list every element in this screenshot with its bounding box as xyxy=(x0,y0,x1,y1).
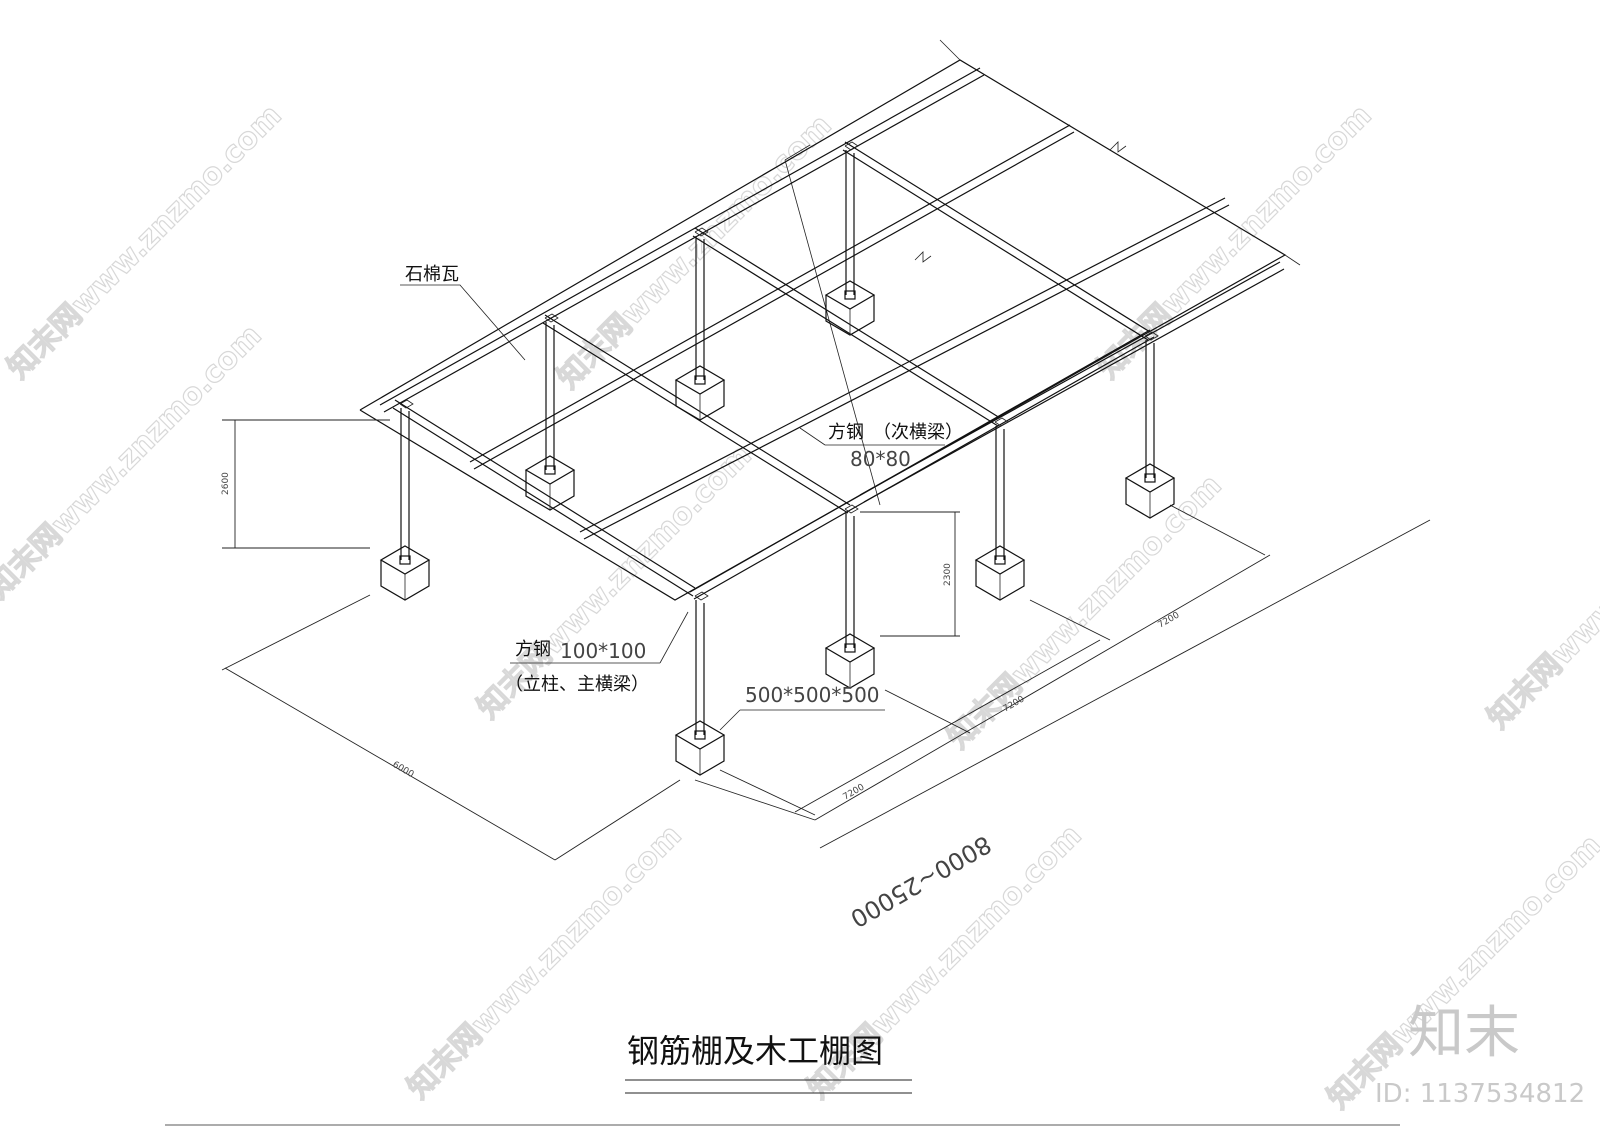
main-column-label: 方钢 xyxy=(515,639,551,660)
column-cap xyxy=(844,504,859,514)
secondary-beam-label: 方钢 （次横梁） xyxy=(828,422,963,443)
watermark-text: 知末网www.znzmo.com xyxy=(551,108,839,396)
footing-top xyxy=(674,365,726,395)
column-cap xyxy=(1144,331,1159,341)
main-beams xyxy=(379,67,1155,600)
brand-logo-text: 知末 xyxy=(1408,1001,1520,1066)
footing-top xyxy=(379,545,431,575)
watermark-text: 知末网www.znzmo.com xyxy=(941,468,1229,756)
column-cap xyxy=(399,399,414,409)
height-left-value: 2600 xyxy=(221,472,231,495)
watermark-layer: 知末网www.znzmo.com 知末网www.znzmo.com 知末网www… xyxy=(0,97,1600,1116)
footing-size-label: 500*500*500 xyxy=(745,683,880,707)
drawing-title: 钢筋棚及木工棚图 xyxy=(627,1032,883,1070)
watermark-text: 知末网www.znzmo.com xyxy=(1321,828,1600,1116)
base-plate xyxy=(694,375,706,385)
id-label: ID: 1137534812 xyxy=(1375,1079,1585,1109)
main-column-size: 100*100 xyxy=(560,639,646,663)
base-plate xyxy=(694,730,706,740)
footing-top xyxy=(974,545,1026,575)
roof-sheet-label: 石棉瓦 xyxy=(405,264,459,285)
width-value: 6000 xyxy=(391,760,416,780)
plan-dimensions: 7200 7200 7200 6000 8000~25000 xyxy=(221,504,1431,933)
footing-top xyxy=(824,280,876,310)
base-plate xyxy=(399,555,411,565)
base-plate xyxy=(994,555,1006,565)
base-plate xyxy=(844,290,856,300)
height-dimension-right: 2300 xyxy=(860,511,960,637)
secondary-beam-size: 80*80 xyxy=(850,447,911,471)
column-cap xyxy=(994,417,1009,427)
footing-top xyxy=(1124,463,1176,493)
watermark-text: 知末网www.znzmo.com xyxy=(1481,448,1600,736)
base-plate xyxy=(544,465,556,475)
column-cap xyxy=(544,313,559,323)
base-plate xyxy=(844,643,856,653)
roof-sheet xyxy=(359,39,1301,601)
base-plate xyxy=(1144,473,1156,483)
footing-top xyxy=(824,633,876,663)
column-cap xyxy=(694,591,709,601)
footing-top xyxy=(674,720,726,750)
main-column-note: （立柱、主横梁） xyxy=(505,674,649,695)
span-a-value: 7200 xyxy=(842,782,867,802)
footing-top xyxy=(524,455,576,485)
columns xyxy=(379,141,1176,776)
height-dimension-left: 2600 xyxy=(221,419,390,549)
column-cap xyxy=(694,227,709,237)
column-cap xyxy=(844,141,859,151)
secondary-beams xyxy=(469,124,1285,540)
height-right-value: 2300 xyxy=(943,563,953,586)
